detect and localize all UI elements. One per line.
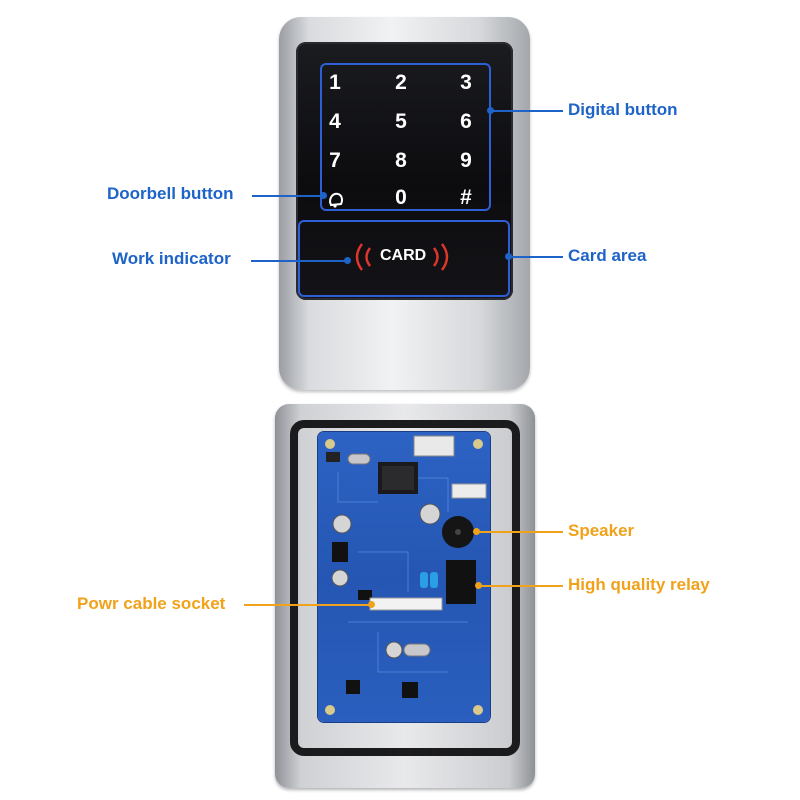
work-indicator-label: Work indicator <box>112 249 231 268</box>
key-7[interactable]: 7 <box>329 149 341 172</box>
card-area-leader <box>509 256 563 258</box>
glass-touch-panel <box>296 42 513 300</box>
key-hash[interactable]: # <box>460 186 472 209</box>
board-components <box>325 435 487 715</box>
doorbell-button-pointer <box>320 192 327 199</box>
key-0[interactable]: 0 <box>395 186 407 209</box>
speaker-label: Speaker <box>568 521 635 540</box>
doorbell-icon[interactable] <box>326 190 346 210</box>
speaker-leader <box>477 531 563 533</box>
power-cable-socket-pointer <box>368 601 375 608</box>
key-3[interactable]: 3 <box>460 71 472 94</box>
digital-button-pointer <box>487 107 494 114</box>
key-2[interactable]: 2 <box>395 71 407 94</box>
card-text: CARD <box>380 247 427 264</box>
digital-button-area <box>320 63 491 211</box>
relay-label: High quality relay <box>568 575 710 594</box>
relay-pointer <box>475 582 482 589</box>
doorbell-button-leader <box>252 195 322 197</box>
rubber-gasket <box>290 420 520 756</box>
power-cable-socket-label: Powr cable socket <box>77 594 226 613</box>
key-5[interactable]: 5 <box>395 110 407 133</box>
card-area-pointer <box>505 253 512 260</box>
key-4[interactable]: 4 <box>329 110 341 133</box>
rfid-waves-icon <box>355 243 449 271</box>
key-8[interactable]: 8 <box>395 149 407 172</box>
power-cable-socket-leader <box>244 604 370 606</box>
key-6[interactable]: 6 <box>460 110 472 133</box>
speaker-pointer <box>473 528 480 535</box>
digital-button-leader <box>491 110 563 112</box>
card-area-label: Card area <box>568 246 647 265</box>
doorbell-button-label: Doorbell button <box>107 184 234 203</box>
digital-button-label: Digital button <box>568 100 678 119</box>
relay-leader <box>479 585 563 587</box>
key-1[interactable]: 1 <box>329 71 341 94</box>
key-9[interactable]: 9 <box>460 149 472 172</box>
work-indicator-pointer <box>344 257 351 264</box>
work-indicator-leader <box>251 260 346 262</box>
